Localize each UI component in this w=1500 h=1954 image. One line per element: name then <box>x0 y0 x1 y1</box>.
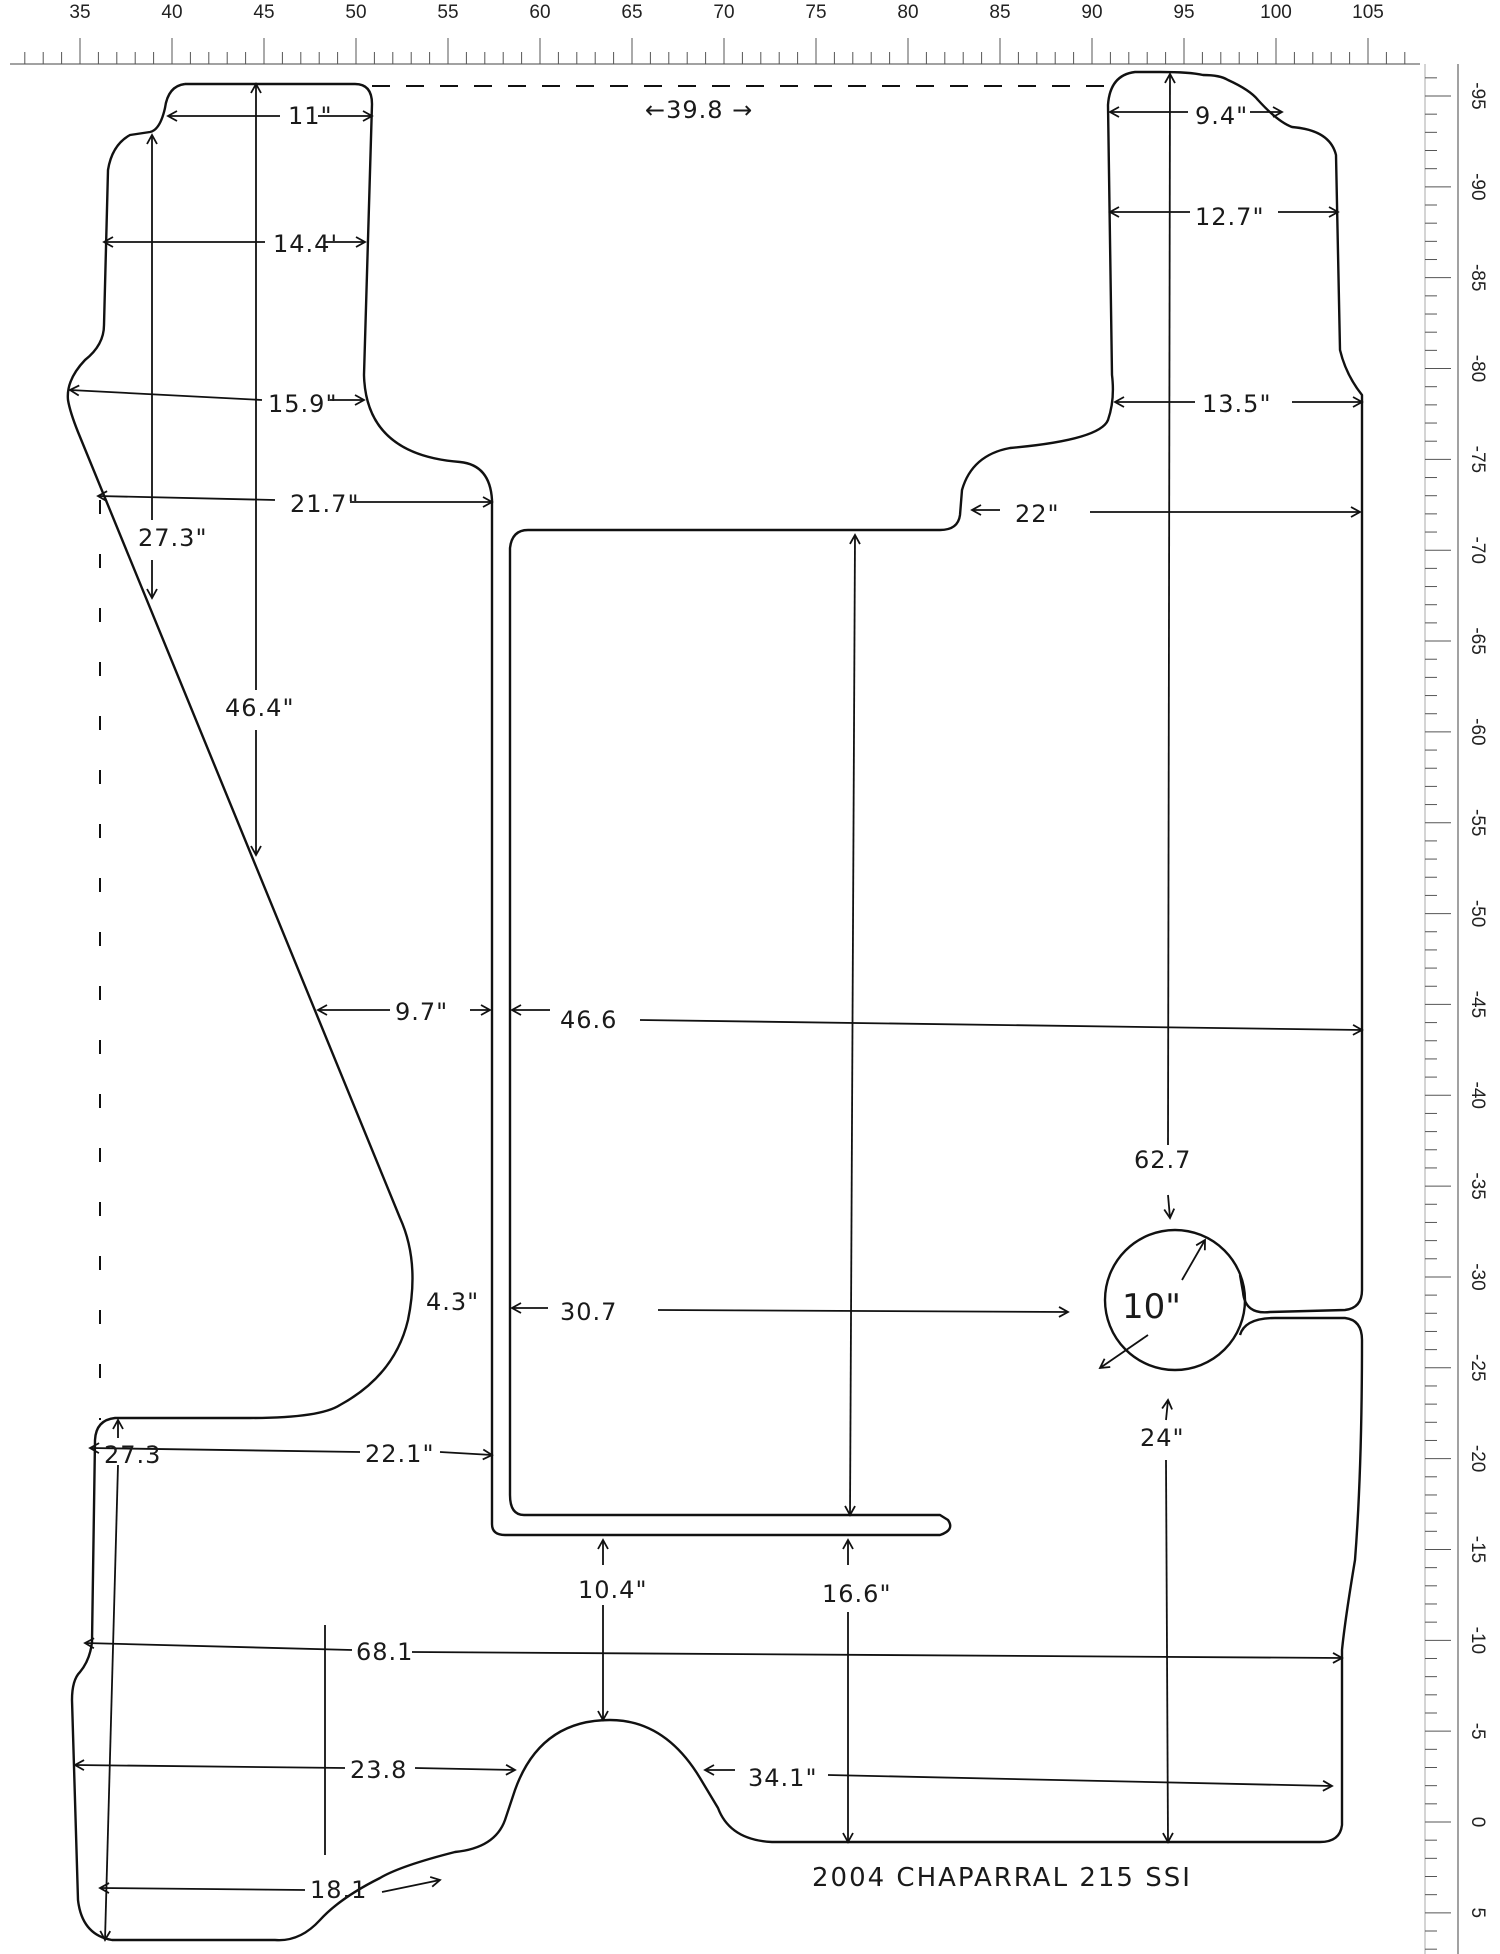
side-ruler-label: 0 <box>1467 1817 1488 1828</box>
side-ruler-label: -20 <box>1467 1445 1488 1472</box>
side-ruler-ticks <box>1425 77 1451 1950</box>
dim-24: 24" <box>1140 1424 1185 1452</box>
top-ruler-label: 35 <box>69 2 90 23</box>
top-ruler-label: 75 <box>805 2 826 23</box>
side-ruler-label: -40 <box>1467 1082 1488 1109</box>
dim-21-7: 21.7" <box>290 490 359 518</box>
side-ruler-labels: -95-90-85-80-75-70-65-60-55-50-45-40-35-… <box>1467 82 1488 1918</box>
dim-9-7: 9.7" <box>395 998 448 1026</box>
dim-27-3-top: 27.3" <box>138 524 207 552</box>
drawing-title: 2004 CHAPARRAL 215 SSI <box>812 1863 1192 1893</box>
dim-27-3-bottom: 27.3 <box>104 1441 161 1469</box>
top-ruler-label: 40 <box>161 2 182 23</box>
side-ruler-label: -50 <box>1467 900 1488 927</box>
dim-46-6: 46.6 <box>560 1006 617 1034</box>
dim-10-4: 10.4" <box>578 1576 647 1604</box>
side-ruler: -95-90-85-80-75-70-65-60-55-50-45-40-35-… <box>1424 64 1488 1954</box>
side-ruler-label: -35 <box>1467 1172 1488 1199</box>
side-ruler-label: -15 <box>1467 1536 1488 1563</box>
dim-12-7: 12.7" <box>1195 203 1264 231</box>
top-ruler-label: 45 <box>253 2 274 23</box>
side-ruler-label: -10 <box>1467 1627 1488 1654</box>
dim-18-1: 18.1 <box>310 1876 367 1904</box>
top-ruler-label: 105 <box>1352 2 1384 23</box>
top-ruler-label: 80 <box>897 2 918 23</box>
dim-22: 22" <box>1015 500 1060 528</box>
side-ruler-label: 5 <box>1467 1908 1488 1919</box>
dim-14-4: 14.4' <box>273 230 338 258</box>
top-ruler-label: 50 <box>345 2 366 23</box>
top-ruler-ticks <box>24 38 1406 64</box>
side-ruler-label: -65 <box>1467 627 1488 654</box>
dim-46-4: 46.4" <box>225 694 294 722</box>
side-ruler-label: -90 <box>1467 173 1488 200</box>
dimension-labels: 11" ←39.8 → 9.4" 14.4' 12.7" 15.9" 13.5"… <box>104 96 1271 1904</box>
side-ruler-label: -70 <box>1467 536 1488 563</box>
top-ruler-label: 55 <box>437 2 458 23</box>
dim-62-7: 62.7 <box>1134 1146 1191 1174</box>
top-ruler-label: 100 <box>1260 2 1292 23</box>
side-ruler-label: -5 <box>1467 1723 1488 1740</box>
dim-10: 10" <box>1122 1287 1181 1327</box>
dim-11: 11" <box>288 102 333 130</box>
dim-4-3: 4.3" <box>426 1288 479 1316</box>
top-ruler-labels: 35 40 45 50 55 60 65 70 75 80 85 90 95 100 105 <box>69 2 1383 23</box>
top-ruler: 35 40 45 50 55 60 65 70 75 80 85 90 95 100 105 <box>10 2 1420 65</box>
top-ruler-label: 65 <box>621 2 642 23</box>
dim-23-8: 23.8 <box>350 1756 407 1784</box>
dim-22-1: 22.1" <box>365 1440 434 1468</box>
top-ruler-label: 90 <box>1081 2 1102 23</box>
side-ruler-label: -60 <box>1467 718 1488 745</box>
top-ruler-label: 85 <box>989 2 1010 23</box>
dim-13-5: 13.5" <box>1202 390 1271 418</box>
dim-39-8: ←39.8 → <box>645 96 753 124</box>
side-ruler-label: -45 <box>1467 991 1488 1018</box>
dim-15-9: 15.9" <box>268 390 337 418</box>
side-ruler-label: -75 <box>1467 446 1488 473</box>
dim-34-1: 34.1" <box>748 1764 817 1792</box>
top-ruler-label: 70 <box>713 2 734 23</box>
side-ruler-label: -80 <box>1467 355 1488 382</box>
side-ruler-label: -55 <box>1467 809 1488 836</box>
dim-30-7: 30.7 <box>560 1298 617 1326</box>
side-ruler-label: -95 <box>1467 82 1488 109</box>
side-ruler-label: -85 <box>1467 264 1488 291</box>
top-ruler-label: 95 <box>1173 2 1194 23</box>
dim-16-6: 16.6" <box>822 1580 891 1608</box>
hole-circle-outline <box>1103 1228 1247 1372</box>
left-upper-panel-outline <box>185 70 1364 1537</box>
dim-9-4: 9.4" <box>1195 102 1248 130</box>
top-ruler-label: 60 <box>529 2 550 23</box>
side-ruler-label: -25 <box>1467 1354 1488 1381</box>
side-ruler-label: -30 <box>1467 1263 1488 1290</box>
dimension-lines <box>68 72 1364 1942</box>
dim-68-1: 68.1 <box>356 1638 413 1666</box>
